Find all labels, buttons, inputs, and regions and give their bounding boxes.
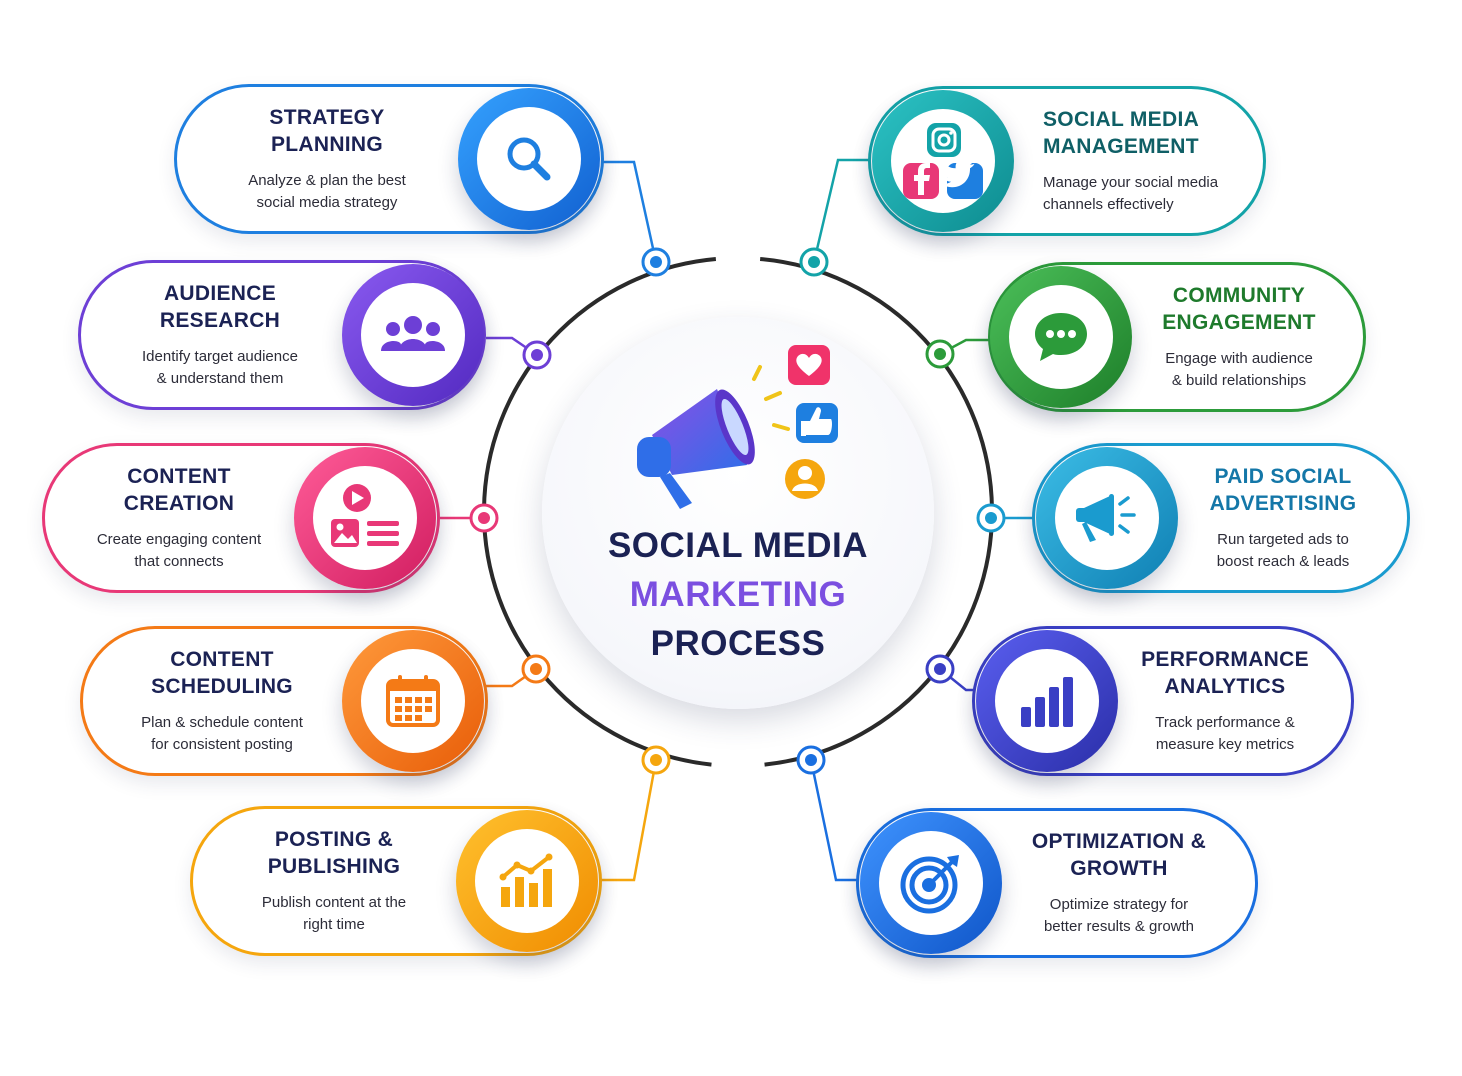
step-description: Analyze & plan the best social media str…	[248, 172, 406, 211]
disc-performance-analytics	[976, 630, 1118, 772]
node-dot-center-left-2	[531, 349, 543, 361]
disc-paid-social-advertising	[1036, 447, 1178, 589]
hub-illustration	[637, 345, 838, 509]
node-dot-center-right-2	[934, 348, 946, 360]
node-dot-center-left-4	[530, 663, 542, 675]
disc-posting-publishing	[456, 810, 598, 952]
hub-title-line-2: MARKETING	[629, 575, 847, 614]
chat-bubble-icon	[1035, 313, 1087, 361]
step-title: COMMUNITY ENGAGEMENT	[1162, 284, 1316, 334]
step-description: Identify target audience & understand th…	[142, 348, 298, 387]
step-title: PERFORMANCE ANALYTICS	[1141, 648, 1309, 698]
disc-social-media-management	[872, 90, 1014, 232]
facebook-icon	[903, 163, 939, 199]
megaphone-icon	[637, 389, 755, 509]
step-description: Engage with audience & build relationshi…	[1165, 350, 1313, 389]
disc-strategy-planning	[458, 88, 600, 230]
instagram-icon	[927, 123, 961, 157]
search-icon	[507, 137, 551, 181]
bar-chart-icon	[1021, 677, 1073, 727]
disc-audience-research	[342, 264, 484, 406]
step-description: Track performance & measure key metrics	[1155, 714, 1295, 753]
hub-title-line-1: SOCIAL MEDIA	[607, 526, 869, 565]
hub-title: SOCIAL MEDIA MARKETING PROCESS	[542, 521, 934, 668]
step-description: Optimize strategy for better results & g…	[1043, 896, 1195, 935]
step-description: Run targeted ads to boost reach & leads	[1216, 531, 1350, 570]
step-title: PAID SOCIAL ADVERTISING	[1209, 465, 1357, 515]
media-content-icon	[331, 484, 399, 547]
connector-right-1	[812, 158, 872, 263]
thumbs-up-icon	[796, 403, 838, 443]
social-networks-icon	[903, 123, 983, 199]
sparkle-lines	[752, 365, 790, 431]
step-title: OPTIMIZATION & GROWTH	[1031, 830, 1207, 880]
heart-icon	[788, 345, 830, 385]
node-dot-center-left-5	[650, 754, 662, 766]
twitter-icon	[941, 159, 983, 199]
step-description: Create engaging content that connects	[96, 531, 262, 570]
connector-right-5	[809, 759, 860, 882]
step-title: AUDIENCE RESEARCH	[159, 282, 281, 332]
growth-chart-icon	[499, 853, 553, 907]
disc-content-creation	[294, 447, 436, 589]
disc-community-engagement	[990, 266, 1132, 408]
calendar-icon	[386, 675, 440, 727]
node-dot-center-right-5	[805, 754, 817, 766]
step-title: CONTENT SCHEDULING	[151, 648, 293, 698]
target-icon	[900, 855, 959, 914]
hub-title-line-3: PROCESS	[650, 624, 826, 663]
step-title: POSTING & PUBLISHING	[267, 828, 401, 878]
step-description: Publish content at the right time	[261, 894, 407, 933]
node-dot-center-left-3	[478, 512, 490, 524]
disc-optimization-growth	[860, 812, 1002, 954]
node-dot-center-right-3	[985, 512, 997, 524]
connector-left-1	[600, 160, 658, 263]
step-title: STRATEGY PLANNING	[269, 106, 385, 156]
connector-left-5	[600, 759, 658, 882]
user-icon	[785, 459, 825, 499]
users-icon	[381, 316, 445, 351]
step-description: Plan & schedule content for consistent p…	[141, 714, 303, 753]
disc-content-scheduling	[342, 630, 484, 772]
step-title: SOCIAL MEDIA MANAGEMENT	[1043, 108, 1200, 158]
node-dot-center-right-4	[934, 663, 946, 675]
center-hub: SOCIAL MEDIA MARKETING PROCESS	[542, 317, 934, 709]
step-description: Manage your social media channels effect…	[1043, 174, 1219, 213]
node-dot-center-left-1	[650, 256, 662, 268]
node-dot-center-right-1	[808, 256, 820, 268]
step-title: CONTENT CREATION	[123, 465, 235, 515]
megaphone-icon	[1076, 494, 1136, 542]
